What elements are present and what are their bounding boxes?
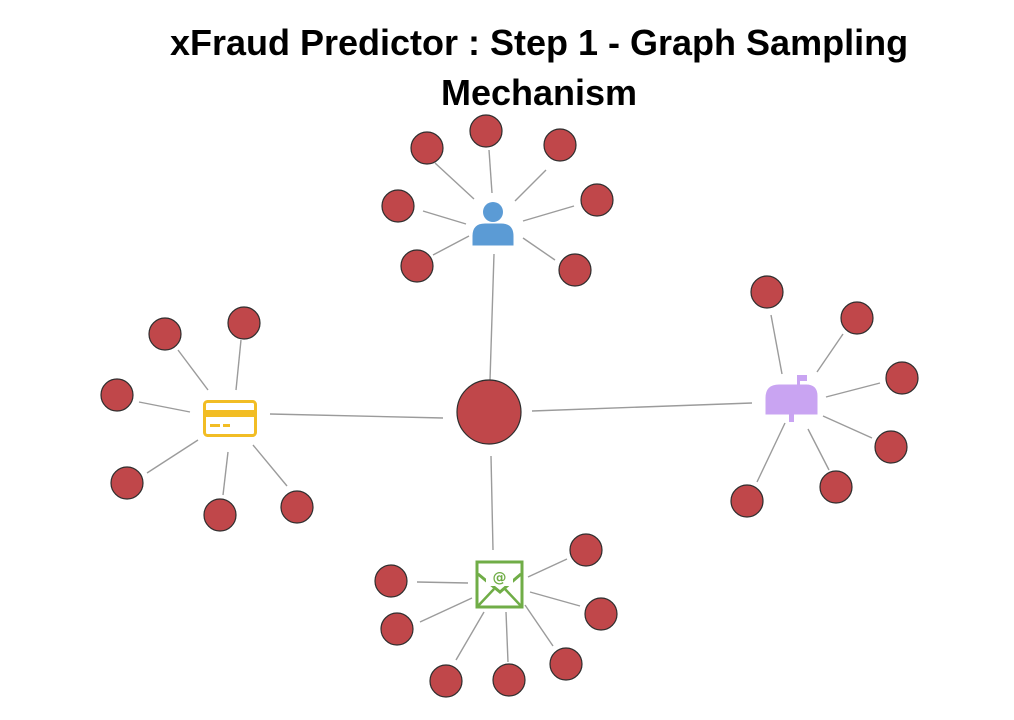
email-hub-neighbor-edge [527, 558, 568, 578]
email-hub-neighbor-node [429, 664, 463, 698]
address-hub-neighbor-node [750, 275, 784, 309]
address-hub-neighbor-edge [807, 428, 830, 471]
mailbox-icon [765, 375, 818, 422]
payment-card-hub-neighbor-node [280, 490, 314, 524]
user-hub-neighbor-edge [522, 237, 556, 261]
email-hub-neighbor-edge [529, 591, 581, 607]
user-hub-to-center-edge [489, 253, 495, 381]
payment-card-hub-neighbor-edge [177, 349, 209, 391]
user-hub-neighbor-edge [522, 205, 575, 222]
email-hub-neighbor-edge [416, 581, 469, 584]
graph-edges [138, 149, 881, 663]
user-hub-neighbor-node [580, 183, 614, 217]
credit-card-icon [203, 400, 257, 437]
email-icon: @ [475, 560, 524, 609]
user-hub-neighbor-node [469, 114, 503, 148]
email-hub-neighbor-node [374, 564, 408, 598]
email-hub-neighbor-node [492, 663, 526, 697]
title-line-1: xFraud Predictor : Step 1 - Graph Sampli… [169, 22, 909, 63]
address-hub-neighbor-node [874, 430, 908, 464]
email-hub-neighbor-node [549, 647, 583, 681]
user-hub-neighbor-node [400, 249, 434, 283]
hub-icons: @ [203, 202, 818, 609]
address-hub-neighbor-node [840, 301, 874, 335]
address-hub-to-center-edge [531, 402, 753, 412]
address-hub-neighbor-node [730, 484, 764, 518]
address-hub-neighbor-edge [770, 314, 783, 375]
user-hub-neighbor-edge [432, 235, 470, 256]
user-hub-neighbor-node [381, 189, 415, 223]
user-icon [472, 202, 514, 246]
address-hub-neighbor-node [885, 361, 919, 395]
address-hub-neighbor-edge [816, 333, 844, 373]
address-hub-neighbor-edge [822, 415, 873, 439]
user-hub-neighbor-node [543, 128, 577, 162]
payment-card-hub-neighbor-edge [252, 444, 288, 487]
payment-card-hub-neighbor-node [100, 378, 134, 412]
email-hub-neighbor-node [569, 533, 603, 567]
title-line-2: Mechanism [440, 72, 638, 113]
email-hub-neighbor-node [584, 597, 618, 631]
user-hub-neighbor-node [558, 253, 592, 287]
svg-text:@: @ [493, 570, 507, 586]
email-hub-neighbor-edge [505, 611, 509, 663]
payment-card-hub-neighbor-node [203, 498, 237, 532]
email-hub-neighbor-edge [455, 611, 485, 661]
page-title: xFraud Predictor : Step 1 - Graph Sampli… [0, 18, 1014, 118]
payment-card-hub-neighbor-node [227, 306, 261, 340]
user-hub-neighbor-edge [422, 210, 467, 225]
user-hub-neighbor-edge [434, 162, 475, 200]
address-hub-neighbor-edge [825, 382, 881, 398]
graph-nodes [100, 114, 919, 698]
payment-card-hub-neighbor-edge [222, 451, 229, 496]
payment-card-hub-neighbor-edge [138, 401, 191, 413]
user-hub-neighbor-edge [514, 169, 547, 202]
payment-card-hub-neighbor-edge [146, 439, 199, 474]
center-transaction-node [456, 379, 522, 445]
payment-card-hub-neighbor-node [110, 466, 144, 500]
email-hub-to-center-edge [490, 455, 494, 551]
address-hub-neighbor-node [819, 470, 853, 504]
payment-card-hub-neighbor-node [148, 317, 182, 351]
user-hub-neighbor-node [410, 131, 444, 165]
email-hub-neighbor-edge [524, 604, 554, 647]
address-hub-neighbor-edge [756, 422, 786, 483]
user-hub-neighbor-edge [488, 149, 493, 194]
payment-card-hub-to-center-edge [269, 413, 444, 419]
payment-card-hub-neighbor-edge [235, 339, 242, 391]
email-hub-neighbor-node [380, 612, 414, 646]
email-hub-neighbor-edge [419, 597, 473, 623]
